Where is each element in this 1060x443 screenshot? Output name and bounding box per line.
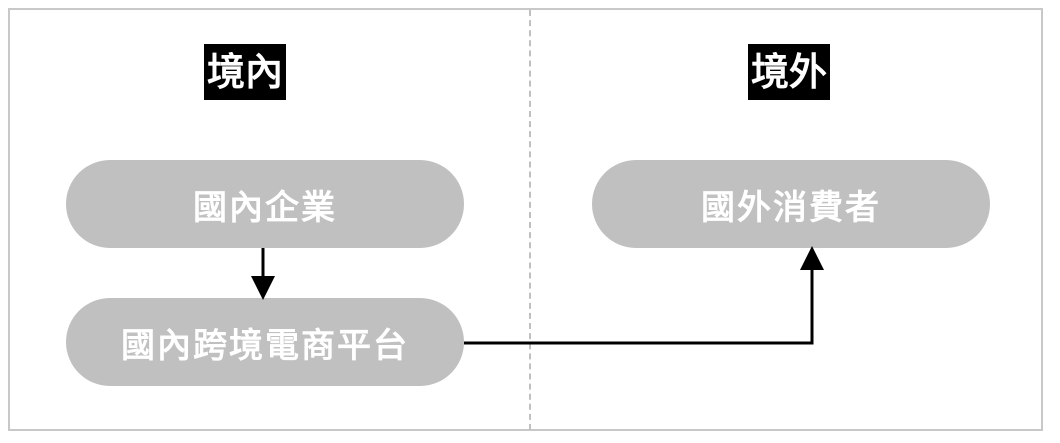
overseas-region-label: 境外 bbox=[748, 44, 831, 100]
cross-border-platform-node: 國內跨境電商平台 bbox=[66, 298, 464, 386]
foreign-consumer-node: 國外消費者 bbox=[592, 160, 990, 248]
region-divider bbox=[529, 10, 531, 430]
diagram-frame bbox=[8, 8, 1043, 431]
domestic-region-label: 境內 bbox=[204, 44, 287, 100]
domestic-enterprise-node: 國內企業 bbox=[66, 160, 464, 248]
